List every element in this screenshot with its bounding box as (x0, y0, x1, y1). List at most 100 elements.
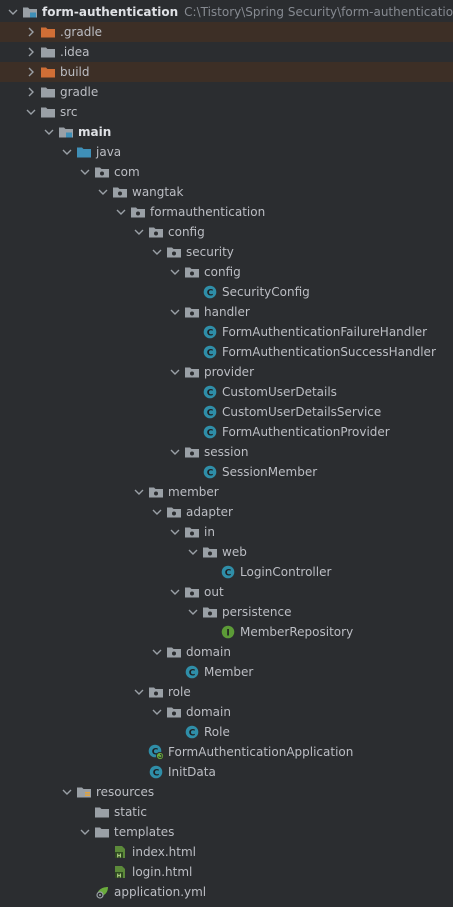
tree-item-name: domain (186, 705, 231, 719)
tree-row[interactable]: com (0, 162, 453, 182)
chevron-down-icon[interactable] (114, 202, 128, 222)
chevron-right-icon[interactable] (24, 82, 38, 102)
chevron-down-icon[interactable] (168, 262, 182, 282)
svg-text:I: I (226, 628, 229, 638)
tree-row[interactable]: .gradle (0, 22, 453, 42)
tree-item-label: Role (204, 722, 230, 742)
tree-row[interactable]: application.yml (0, 882, 453, 902)
chevron-down-icon[interactable] (132, 482, 146, 502)
module-folder-icon (22, 5, 38, 19)
chevron-down-icon[interactable] (186, 602, 200, 622)
chevron-down-icon[interactable] (150, 642, 164, 662)
tree-row[interactable]: persistence (0, 602, 453, 622)
chevron-right-icon[interactable] (24, 42, 38, 62)
chevron-down-icon[interactable] (132, 222, 146, 242)
tree-item-name: SecurityConfig (222, 285, 310, 299)
tree-row[interactable]: handler (0, 302, 453, 322)
chevron-down-icon[interactable] (150, 702, 164, 722)
chevron-right-icon[interactable] (24, 22, 38, 42)
tree-item-label: InitData (168, 762, 216, 782)
svg-text:H: H (117, 853, 122, 859)
tree-row[interactable]: adapter (0, 502, 453, 522)
module-folder-icon (58, 125, 74, 139)
chevron-down-icon[interactable] (186, 542, 200, 562)
tree-row[interactable]: static (0, 802, 453, 822)
chevron-down-icon[interactable] (150, 242, 164, 262)
package-icon (166, 245, 182, 259)
chevron-down-icon[interactable] (42, 122, 56, 142)
chevron-down-icon[interactable] (60, 142, 74, 162)
tree-item-name: out (204, 585, 224, 599)
tree-row[interactable]: gradle (0, 82, 453, 102)
tree-row[interactable]: provider (0, 362, 453, 382)
chevron-down-icon[interactable] (150, 502, 164, 522)
tree-row[interactable]: .idea (0, 42, 453, 62)
package-icon (184, 305, 200, 319)
tree-item-name: templates (114, 825, 175, 839)
tree-row[interactable]: web (0, 542, 453, 562)
chevron-down-icon[interactable] (78, 822, 92, 842)
svg-text:C: C (152, 747, 159, 757)
tree-row[interactable]: wangtak (0, 182, 453, 202)
tree-item-label: out (204, 582, 224, 602)
chevron-right-icon[interactable] (24, 62, 38, 82)
tree-row[interactable]: resources (0, 782, 453, 802)
chevron-down-icon[interactable] (96, 182, 110, 202)
tree-item-label: build (60, 62, 90, 82)
tree-row[interactable]: member (0, 482, 453, 502)
tree-row[interactable]: session (0, 442, 453, 462)
tree-item-name: in (204, 525, 215, 539)
chevron-down-icon[interactable] (24, 102, 38, 122)
yml-file-icon (94, 885, 110, 899)
svg-text:C: C (207, 468, 214, 478)
chevron-down-icon[interactable] (132, 682, 146, 702)
tree-row[interactable]: in (0, 522, 453, 542)
tree-row[interactable]: out (0, 582, 453, 602)
tree-item-name: FormAuthenticationProvider (222, 425, 390, 439)
chevron-down-icon[interactable] (6, 2, 20, 22)
tree-row[interactable]: src (0, 102, 453, 122)
folder-icon (94, 825, 110, 839)
tree-row[interactable]: domain (0, 702, 453, 722)
tree-item-name: handler (204, 305, 250, 319)
tree-item-label: templates (114, 822, 174, 842)
chevron-down-icon[interactable] (168, 522, 182, 542)
chevron-down-icon[interactable] (60, 782, 74, 802)
chevron-down-icon[interactable] (168, 302, 182, 322)
tree-row[interactable]: config (0, 262, 453, 282)
svg-text:C: C (225, 568, 232, 578)
tree-row[interactable]: security (0, 242, 453, 262)
chevron-down-icon[interactable] (168, 362, 182, 382)
tree-row[interactable]: role (0, 682, 453, 702)
chevron-down-icon[interactable] (78, 162, 92, 182)
tree-item-name: MemberRepository (240, 625, 354, 639)
package-icon (184, 365, 200, 379)
tree-row[interactable]: templates (0, 822, 453, 842)
package-icon (148, 485, 164, 499)
tree-row[interactable]: formauthentication (0, 202, 453, 222)
tree-row[interactable]: main (0, 122, 453, 142)
tree-row[interactable]: build (0, 62, 453, 82)
tree-row[interactable]: java (0, 142, 453, 162)
chevron-down-icon[interactable] (168, 442, 182, 462)
tree-row[interactable]: config (0, 222, 453, 242)
chevron-down-icon[interactable] (168, 582, 182, 602)
tree-row[interactable]: I MemberRepository (0, 622, 453, 642)
package-icon (94, 165, 110, 179)
tree-row[interactable]: domain (0, 642, 453, 662)
